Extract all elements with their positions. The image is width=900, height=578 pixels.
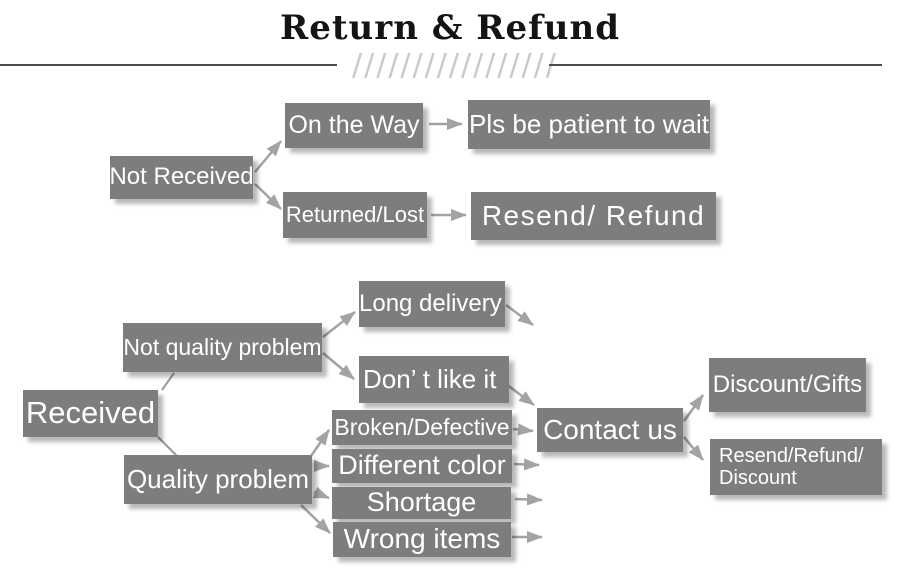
arrow-longdelivery-out xyxy=(505,303,534,327)
node-quality-problem: Quality problem xyxy=(124,455,312,504)
node-resend-refund-discount-line1: Resend/Refund/ xyxy=(719,445,864,467)
node-resend-refund-discount: Resend/Refund/ Discount xyxy=(710,439,882,495)
line-received-quality xyxy=(157,436,178,457)
arrow-contact-resend2 xyxy=(683,436,704,461)
header-rule-right xyxy=(549,64,882,66)
node-on-the-way: On the Way xyxy=(285,103,423,148)
arrow-dontlike-contact xyxy=(505,383,535,406)
arrow-different-contact xyxy=(513,458,540,471)
node-resend-refund-discount-line2: Discount xyxy=(719,467,797,489)
arrow-notquality-dontlike xyxy=(322,352,355,380)
node-not-quality-problem: Not quality problem xyxy=(123,323,322,372)
arrow-notquality-longdelivery xyxy=(322,311,356,338)
node-returned-lost: Returned/Lost xyxy=(283,192,427,238)
node-discount-gifts: Discount/Gifts xyxy=(709,358,866,412)
node-shortage: Shortage xyxy=(332,487,511,519)
node-dont-like-it: Don’ t like it xyxy=(359,356,509,403)
arrow-quality-shortage xyxy=(312,486,330,500)
line-received-notquality xyxy=(161,372,175,391)
node-contact-us: Contact us xyxy=(537,408,683,452)
node-pls-be-patient: Pls be patient to wait xyxy=(468,100,710,149)
arrow-quality-wrong xyxy=(300,504,331,534)
node-different-color: Different color xyxy=(332,449,512,483)
node-not-received: Not Received xyxy=(109,156,254,199)
arrow-notreceived-ontheway xyxy=(254,140,282,173)
header-rule-left xyxy=(0,64,337,66)
node-long-delivery: Long delivery xyxy=(359,281,505,327)
node-wrong-items: Wrong items xyxy=(333,522,511,557)
node-resend-refund: Resend/ Refund xyxy=(471,192,716,240)
arrow-quality-broken xyxy=(309,429,331,457)
node-received: Received xyxy=(23,390,158,437)
slash-decoration: ///////////////// xyxy=(352,48,558,83)
page-title: Return & Refund xyxy=(279,8,621,48)
arrow-broken-contact xyxy=(512,423,534,436)
arrow-contact-discount xyxy=(682,394,705,422)
arrow-shortage-contact xyxy=(514,493,543,506)
arrow-notreceived-returnedlost xyxy=(254,183,282,210)
node-broken-defective: Broken/Defective xyxy=(332,410,512,445)
